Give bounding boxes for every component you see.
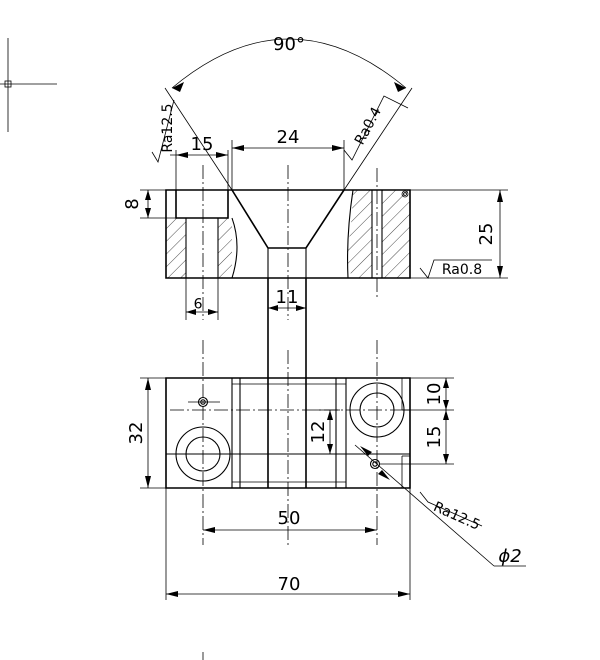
neck-width-label: 11 (276, 287, 299, 308)
hole-spacing-label: 50 (278, 508, 301, 529)
roughness-left-label: Ra12.5 (160, 103, 176, 152)
section-view (165, 165, 411, 320)
section-hatching (166, 190, 410, 278)
cad-crosshair-cursor (0, 38, 57, 132)
roughness-bottom-label: Ra12.5 (431, 499, 482, 534)
offset-10-label: 10 (424, 383, 445, 406)
roughness-symbols (151, 95, 492, 527)
total-height-label: 25 (476, 223, 497, 246)
total-width-label: 70 (278, 574, 301, 595)
counterbore-depth-label: 8 (122, 198, 143, 209)
roughness-right-label: Ra0.8 (442, 262, 482, 278)
pin-diameter-label: ϕ2 (498, 546, 521, 567)
top-width-label: 24 (277, 127, 300, 148)
angle-label: 90° (273, 34, 305, 55)
roughness-labels: Ra12.5 Ra0.4 Ra0.8 Ra12.5 (160, 103, 482, 533)
counterbore-width-label: 15 (191, 134, 214, 155)
slot-height-label: 12 (308, 421, 329, 444)
roughness-cone-label: Ra0.4 (352, 105, 385, 148)
hole-diameter-label: 9 (194, 294, 203, 310)
width-32-label: 32 (126, 422, 147, 445)
dimension-lines (140, 38, 526, 660)
neck-shaft (267, 278, 307, 488)
offset-15-label: 15 (424, 426, 445, 449)
dimension-labels: 90° 24 15 8 25 9 11 32 12 10 15 50 70 ϕ2 (122, 34, 522, 595)
